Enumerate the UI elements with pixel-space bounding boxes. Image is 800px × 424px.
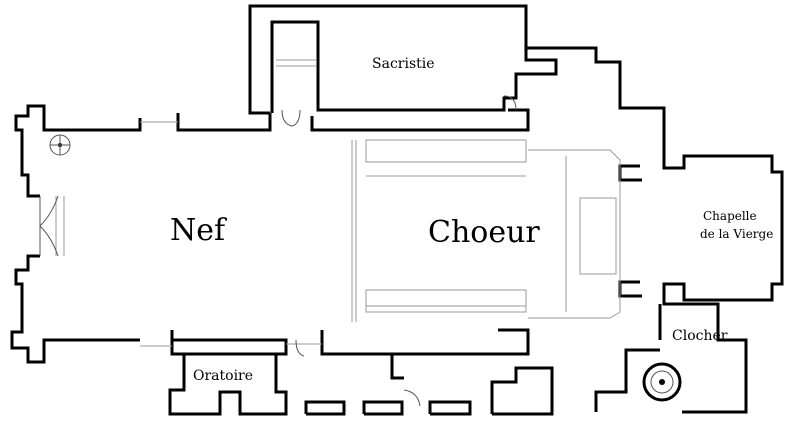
sacristy-walls xyxy=(248,4,558,115)
label-sacristie: Sacristie xyxy=(372,56,435,72)
label-clocher: Clocher xyxy=(672,328,728,344)
label-chapelle-line2: de la Vierge xyxy=(700,227,773,241)
label-chapelle-line1: Chapelle xyxy=(703,209,757,223)
oratory-walls xyxy=(168,354,554,416)
label-oratoire: Oratoire xyxy=(193,368,253,384)
door-swing-icon xyxy=(39,95,517,407)
spiral-staircase-icon xyxy=(49,134,682,402)
label-choeur: Choeur xyxy=(428,215,540,250)
interior-fixtures xyxy=(55,121,621,347)
label-nef: Nef xyxy=(170,213,227,248)
chapel-walls xyxy=(524,46,784,414)
